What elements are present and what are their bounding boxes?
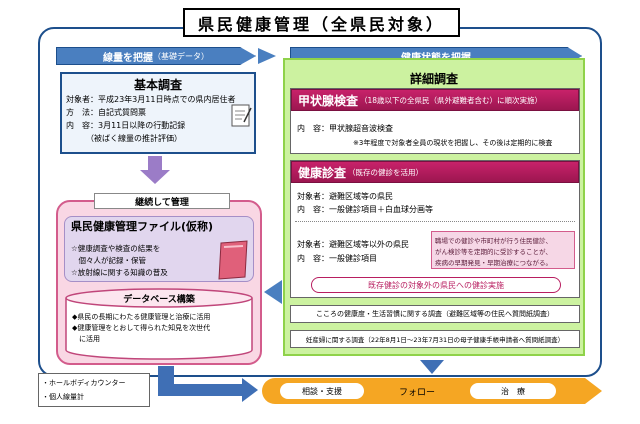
database-line-1: ◆県民の長期にわたる健康管理と治療に活用 [72, 313, 211, 321]
continuous-banner: 継続して管理 [94, 193, 230, 209]
flow-arrow-shaft [148, 156, 162, 170]
database-line-2: ◆健康管理をとおして得られた知見を次世代 [72, 324, 211, 332]
flow-arrow-down-icon [140, 170, 170, 184]
checkup-divider [295, 221, 575, 222]
checkup-callout: 職場での健診や市町村が行う住民健診、 がん検診等を定期的に受診することが、 疾病… [431, 231, 575, 269]
database-line-3: に活用 [72, 335, 100, 343]
checkup-other-content: 内 容：一般健診項目 [297, 254, 377, 263]
basic-survey-line-2: 方 法：自記式質問票 [66, 108, 146, 117]
thyroid-box: 甲状腺検査 （18歳以下の全県民（県外避難者含む）に順次実施） 内 容：甲状腺超… [290, 88, 580, 154]
banner-connector-arrow [258, 48, 276, 64]
detailed-survey-title: 詳細調査 [409, 71, 458, 86]
follow-treatment: 治 療 [470, 383, 556, 399]
basic-survey-line-4: （被ばく線量の推計評価） [66, 134, 182, 143]
thyroid-note: （18歳以下の全県民（県外避難者含む）に順次実施） [360, 95, 543, 105]
checkup-box: 健康診査 （既存の健診を活用） 対象者：避難区域等の県民 内 容：一般健診項目＋… [290, 160, 580, 298]
dose-banner-label: 線量を把握 [103, 52, 153, 64]
follow-arrow-right-icon [242, 378, 258, 402]
checkup-header: 健康診査 （既存の健診を活用） [291, 161, 579, 183]
basic-survey-box: 基本調査 対象者：平成23年3月11日時点での県内居住者 方 法：自記式質問票 … [60, 72, 256, 154]
health-file-title: 県民健康管理ファイル(仮称) [71, 220, 214, 233]
return-arrow-icon [264, 280, 282, 304]
database-title: データベース構築 [123, 294, 195, 305]
notebook-icon [215, 239, 251, 281]
thyroid-line-1: 内 容：甲状腺超音波検査 [297, 124, 393, 133]
checkup-title: 健康診査 [298, 165, 347, 180]
checkup-evac-target: 対象者：避難区域等の県民 [297, 192, 393, 201]
checkup-evac-content: 内 容：一般健診項目＋白血球分画等 [297, 205, 433, 214]
health-file-line-2: 個々人が記録・保管 [71, 256, 146, 265]
checkup-other-target: 対象者：避難区域等以外の県民 [297, 240, 409, 249]
device-wbc: ・ホールボディカウンター [42, 379, 126, 387]
basic-survey-line-3: 内 容：3月11日以降の行動記録 [66, 121, 186, 130]
callout-line-3: 疾病の早期発見・早期治療につながる。 [435, 259, 552, 267]
dose-banner: 線量を把握 （基礎データ） [56, 47, 256, 65]
device-dosimeter: ・個人線量計 [42, 393, 84, 401]
checkup-note: （既存の健診を活用） [348, 167, 424, 177]
follow-center: フォロー [398, 387, 435, 398]
thyroid-line-2: ※3年程度で対象者全員の現状を把握し、その後は定期的に検査 [353, 139, 553, 147]
devices-note: ・ホールボディカウンター ・個人線量計 [38, 373, 150, 407]
thyroid-title: 甲状腺検査 [298, 93, 359, 108]
dose-banner-note: （基礎データ） [153, 51, 209, 61]
health-file-line-1: ☆健康調査や検査の結果を [71, 244, 161, 253]
follow-arrow-down-icon [420, 360, 444, 374]
basic-survey-title: 基本調査 [133, 77, 182, 92]
callout-line-1: 職場での健診や市町村が行う住民健診、 [435, 237, 552, 245]
health-file-line-3: ☆放射線に関する知識の普及 [71, 268, 168, 277]
follow-consultation: 相談・支援 [280, 383, 364, 399]
callout-line-2: がん検診等を定期的に受診することが、 [435, 248, 552, 256]
database-cylinder: データベース構築 ◆県民の長期にわたる健康管理と治療に活用 ◆健康管理をとおして… [64, 288, 254, 360]
basic-survey-line-1: 対象者：平成23年3月11日時点での県内居住者 [66, 95, 236, 104]
thyroid-header: 甲状腺検査 （18歳以下の全県民（県外避難者含む）に順次実施） [291, 89, 579, 111]
follow-arrow-bend [158, 384, 242, 396]
page-title: 県民健康管理（全県民対象） [183, 8, 460, 37]
questionnaire-icon [230, 102, 252, 128]
health-file-box: 県民健康管理ファイル(仮称) ☆健康調査や検査の結果を 個々人が記録・保管 ☆放… [64, 216, 254, 282]
non-target-checkup-pill: 既存健診の対象外の県民への健診実施 [311, 277, 561, 293]
mental-health-survey: こころの健康度・生活習慣に関する調査（避難区域等の住民へ質問紙調査） [290, 305, 580, 323]
pregnancy-survey: 妊産婦に関する調査（22年8月1日～23年7月31日の母子健康手帳申請者へ質問紙… [290, 330, 580, 348]
